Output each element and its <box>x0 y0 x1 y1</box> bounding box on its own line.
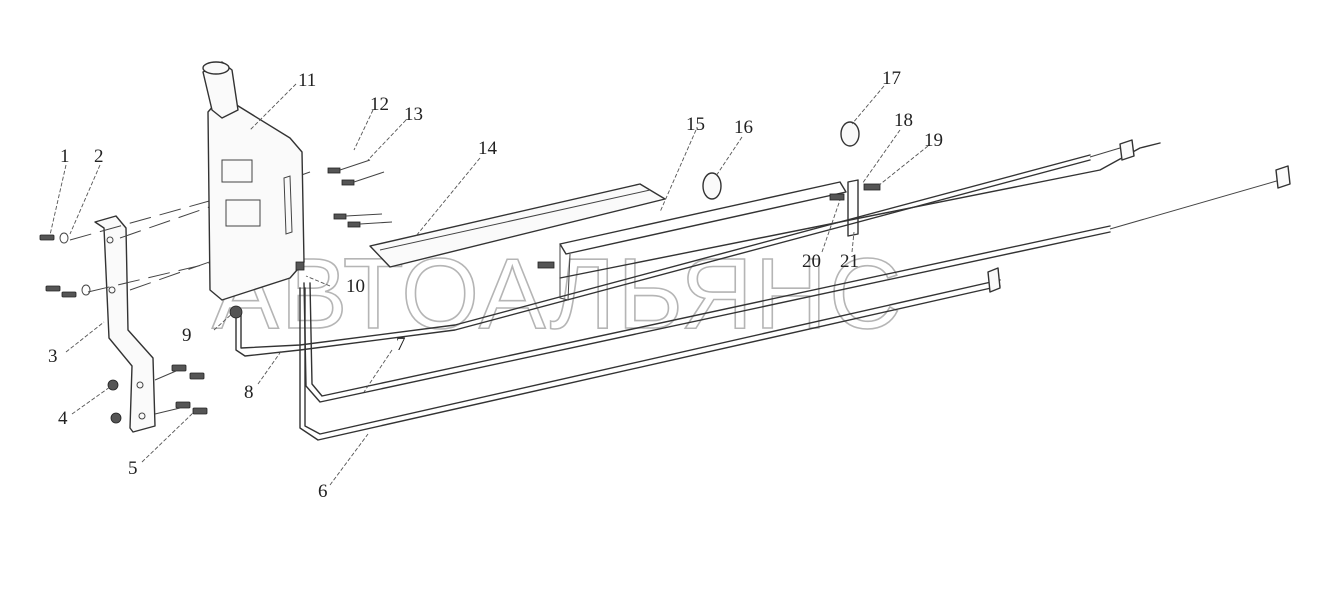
callout-8: 8 <box>244 382 254 403</box>
callout-20: 20 <box>802 251 821 272</box>
tank-bolts <box>327 159 393 228</box>
callout-21: 21 <box>840 251 859 272</box>
callout-15: 15 <box>686 114 705 135</box>
callout-4: 4 <box>58 408 68 429</box>
clamps <box>229 121 1291 319</box>
watermark: АВТОАЛЬЯНС <box>212 238 903 350</box>
leader-lines <box>49 83 929 486</box>
callout-7: 7 <box>396 334 406 355</box>
callout-labels: 1 2 3 4 5 6 7 8 9 10 11 12 13 14 15 16 1… <box>48 68 943 502</box>
tubes <box>235 142 1281 441</box>
washer-tank <box>202 61 305 301</box>
callout-14: 14 <box>478 138 498 159</box>
callout-18: 18 <box>894 110 913 131</box>
callout-10: 10 <box>346 276 365 297</box>
callout-5: 5 <box>128 458 138 479</box>
callout-1: 1 <box>60 146 70 167</box>
lower-bracket-bolts <box>107 364 208 424</box>
callout-9: 9 <box>182 325 192 346</box>
support-bar <box>559 181 847 301</box>
bracket-bolts <box>39 232 91 298</box>
mounting-bracket <box>94 215 156 433</box>
callout-3: 3 <box>48 346 58 367</box>
callout-12: 12 <box>370 94 389 115</box>
callout-16: 16 <box>734 117 753 138</box>
callout-13: 13 <box>404 104 423 125</box>
callout-2: 2 <box>94 146 104 167</box>
callout-6: 6 <box>318 481 328 502</box>
callout-19: 19 <box>924 130 943 151</box>
callout-11: 11 <box>298 70 316 91</box>
callout-17: 17 <box>882 68 901 89</box>
heat-shield-plate <box>369 183 666 268</box>
